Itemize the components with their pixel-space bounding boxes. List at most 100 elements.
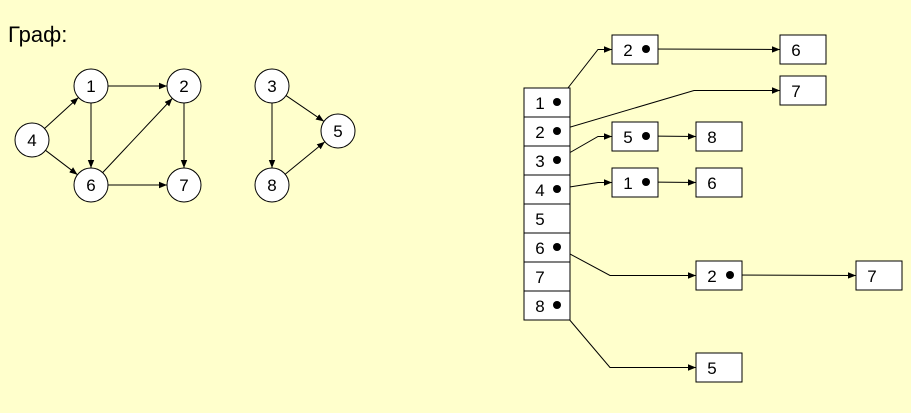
graph-node-circle xyxy=(73,68,109,104)
graph-edge-4-1 xyxy=(44,97,79,129)
graph-node-circle xyxy=(14,122,50,158)
index-cell-3: 3 xyxy=(523,145,571,176)
graph-node-circle xyxy=(166,68,202,104)
graph-node-5: 5 xyxy=(320,113,356,149)
list-node-value: 8 xyxy=(707,128,716,147)
list-node-rect xyxy=(695,260,743,291)
graph-node-circle xyxy=(166,167,202,203)
index-cell-label: 6 xyxy=(535,239,544,258)
graph-node-3: 3 xyxy=(254,68,290,104)
list-node-value: 6 xyxy=(791,41,800,60)
index-cell-rect xyxy=(523,261,571,292)
adjacency-pointers xyxy=(556,46,857,371)
index-cell-5: 5 xyxy=(523,203,571,234)
pointer-2-head xyxy=(556,87,780,132)
graph-node-label: 8 xyxy=(267,176,276,195)
list-node-3-8: 8 xyxy=(695,121,743,152)
graph-node-7: 7 xyxy=(166,167,202,203)
index-cell-label: 7 xyxy=(535,268,544,287)
graph-node-4: 4 xyxy=(14,122,50,158)
index-cell-rect xyxy=(523,290,571,321)
graph-node-label: 2 xyxy=(179,77,188,96)
list-node-rect xyxy=(611,34,659,65)
pointer-4-head xyxy=(556,179,612,190)
list-node-4-1: 1 xyxy=(611,167,659,198)
index-cell-label: 5 xyxy=(535,210,544,229)
index-cell-rect xyxy=(523,87,571,118)
graph-node-circle xyxy=(73,167,109,203)
index-cell-rect xyxy=(523,203,571,234)
graph-edge-3-5 xyxy=(285,95,325,122)
graph-node-2: 2 xyxy=(166,68,202,104)
list-node-1-6: 6 xyxy=(779,34,827,65)
list-node-value: 2 xyxy=(623,41,632,60)
list-node-value: 5 xyxy=(707,359,716,378)
list-node-rect xyxy=(855,260,903,291)
index-cell-1: 1 xyxy=(523,87,571,118)
pointer-dot xyxy=(642,178,650,186)
graph-node-label: 5 xyxy=(333,122,342,141)
pointer-dot xyxy=(642,132,650,140)
list-node-value: 1 xyxy=(623,174,632,193)
pointer-dot xyxy=(553,243,561,251)
index-cell-rect xyxy=(523,232,571,263)
graph-node-1: 1 xyxy=(73,68,109,104)
graph-edge-8-5 xyxy=(284,141,326,175)
list-node-value: 7 xyxy=(867,267,876,286)
pointer-6-head xyxy=(556,246,696,279)
list-node-value: 5 xyxy=(623,128,632,147)
graph-node-circle xyxy=(320,113,356,149)
index-cell-label: 3 xyxy=(535,152,544,171)
index-cell-2: 2 xyxy=(523,116,571,147)
pointer-1-next xyxy=(645,46,781,53)
graph-node-label: 1 xyxy=(86,77,95,96)
list-node-value: 7 xyxy=(791,82,800,101)
list-node-value: 2 xyxy=(707,267,716,286)
pointer-dot xyxy=(553,98,561,106)
graph-node-6: 6 xyxy=(73,167,109,203)
graph-node-circle xyxy=(254,68,290,104)
list-node-3-5: 5 xyxy=(611,121,659,152)
diagram-title: Граф: xyxy=(8,22,67,47)
adjacency-list-nodes: 2 6 7 5 8 1 6 2 7 5 xyxy=(611,34,903,383)
list-node-rect xyxy=(611,121,659,152)
pointer-dot xyxy=(553,185,561,193)
index-cell-label: 1 xyxy=(535,94,544,113)
index-cell-label: 4 xyxy=(535,181,544,200)
adjacency-index-array: 1 2 3 4 5 6 7 8 xyxy=(523,87,571,321)
index-cell-label: 2 xyxy=(535,123,544,142)
list-node-value: 6 xyxy=(707,174,716,193)
graph-edge-4-6 xyxy=(45,149,78,176)
list-node-rect xyxy=(695,352,743,383)
graph-node-8: 8 xyxy=(254,167,290,203)
pointer-8-head xyxy=(556,304,696,371)
graph-edge-6-2 xyxy=(102,98,173,173)
graph-node-circle xyxy=(254,167,290,203)
graph-nodes: 1 2 3 4 5 6 7 8 xyxy=(14,68,356,203)
index-cell-6: 6 xyxy=(523,232,571,263)
list-node-rect xyxy=(779,34,827,65)
index-cell-rect xyxy=(523,174,571,205)
list-node-6-7: 7 xyxy=(855,260,903,291)
pointer-dot xyxy=(726,271,734,279)
index-cell-label: 8 xyxy=(535,297,544,316)
index-cell-7: 7 xyxy=(523,261,571,292)
graph-node-label: 4 xyxy=(27,131,36,150)
graph-node-label: 7 xyxy=(179,176,188,195)
list-node-8-5: 5 xyxy=(695,352,743,383)
pointer-6-next xyxy=(729,272,857,279)
list-node-6-2: 2 xyxy=(695,260,743,291)
list-node-rect xyxy=(695,121,743,152)
index-cell-rect xyxy=(523,116,571,147)
list-node-rect xyxy=(779,75,827,106)
list-node-1-2: 2 xyxy=(611,34,659,65)
list-node-2-7: 7 xyxy=(779,75,827,106)
pointer-dot xyxy=(553,127,561,135)
pointer-3-head xyxy=(556,133,612,161)
pointer-dot xyxy=(553,301,561,309)
index-cell-8: 8 xyxy=(523,290,571,321)
list-node-rect xyxy=(611,167,659,198)
pointer-1-head xyxy=(556,46,612,103)
graph-node-label: 6 xyxy=(86,176,95,195)
